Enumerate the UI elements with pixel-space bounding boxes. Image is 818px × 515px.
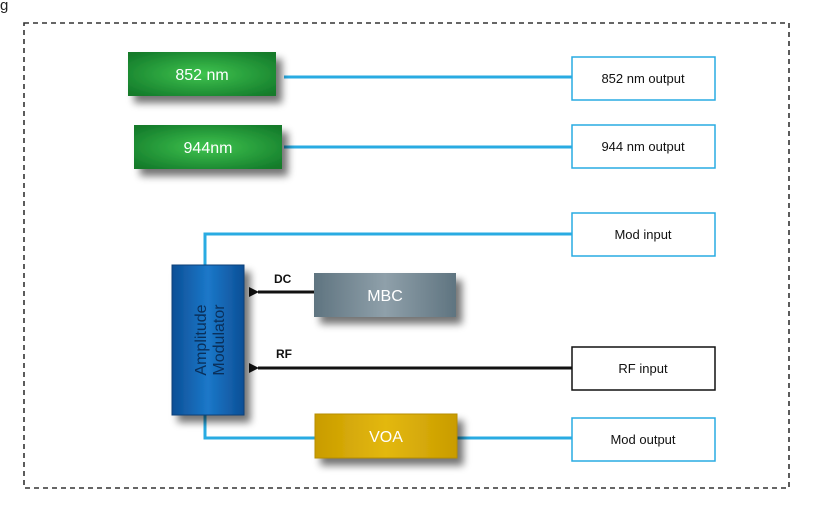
dc-label: DC xyxy=(274,272,292,286)
dashed-enclosure xyxy=(23,22,790,489)
laser-852-label: 852 nm xyxy=(175,67,228,84)
mbc-label: MBC xyxy=(367,288,403,305)
rf-input-box: RF input xyxy=(571,346,716,391)
mbc-block: MBC xyxy=(314,273,456,317)
amplitude-modulator: Amplitude Modulator xyxy=(171,264,245,416)
output-944-label: 944 nm output xyxy=(601,139,685,154)
output-box-852: 852 nm output xyxy=(571,56,716,101)
voa-label: VOA xyxy=(369,429,403,446)
rf-label: RF xyxy=(276,347,292,361)
voa-block: VOA xyxy=(314,413,458,459)
mod-input-box: Mod input xyxy=(571,212,716,257)
mod-output-label: Mod output xyxy=(610,432,675,447)
output-852-label: 852 nm output xyxy=(601,71,685,86)
modulator-label-line2: Modulator xyxy=(211,304,228,376)
modulator-label-line1: Amplitude xyxy=(193,304,210,375)
mod-output-box: Mod output xyxy=(571,417,716,462)
rf-input-label: RF input xyxy=(618,361,668,376)
laser-944: 944nm xyxy=(134,125,282,169)
laser-944-label: 944nm xyxy=(184,140,233,157)
fiber-mod-input xyxy=(203,232,572,265)
laser-852: 852 nm xyxy=(128,52,276,96)
mod-input-label: Mod input xyxy=(614,227,671,242)
output-box-944: 944 nm output xyxy=(571,124,716,169)
header-fragment: g xyxy=(0,0,8,14)
